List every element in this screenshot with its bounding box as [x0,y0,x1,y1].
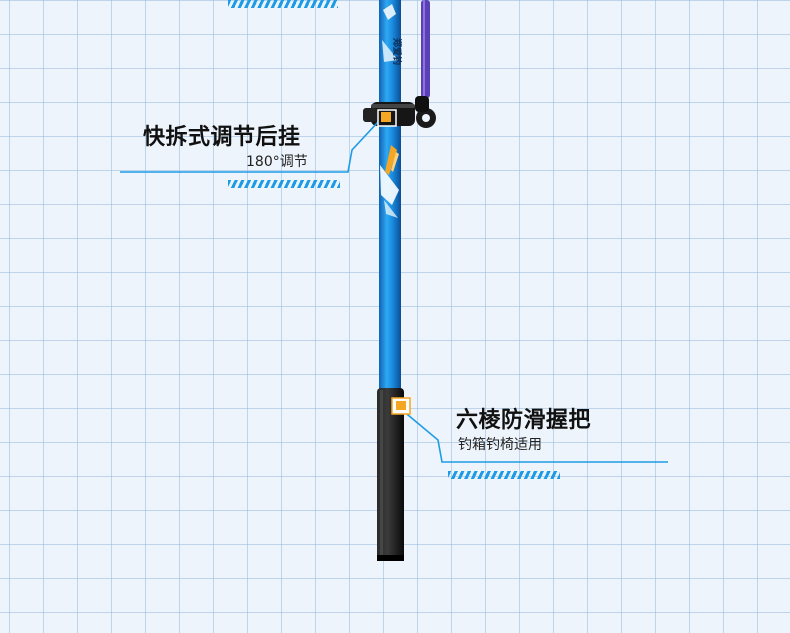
black-grip [377,388,404,561]
marker-grip [391,397,411,415]
clamp-icon [363,96,436,128]
callout-line-clamp [120,121,379,173]
blue-pole [379,0,401,400]
purple-cord [421,0,430,98]
decor-stripe-grip [448,471,560,479]
pole-brand-label: 郑爱钓 [391,38,403,65]
callout-subtitle-quick-release: 180°调节 [246,154,308,170]
marker-clamp [377,109,397,127]
callout-title-grip: 六棱防滑握把 [456,408,592,433]
callout-subtitle-grip: 钓箱钓椅适用 [458,437,542,453]
decor-stripe-quick-release [228,180,340,188]
decor-stripe-top [228,0,338,8]
callout-line-grip [401,409,668,463]
callout-title-quick-release: 快拆式调节后挂 [143,125,301,150]
